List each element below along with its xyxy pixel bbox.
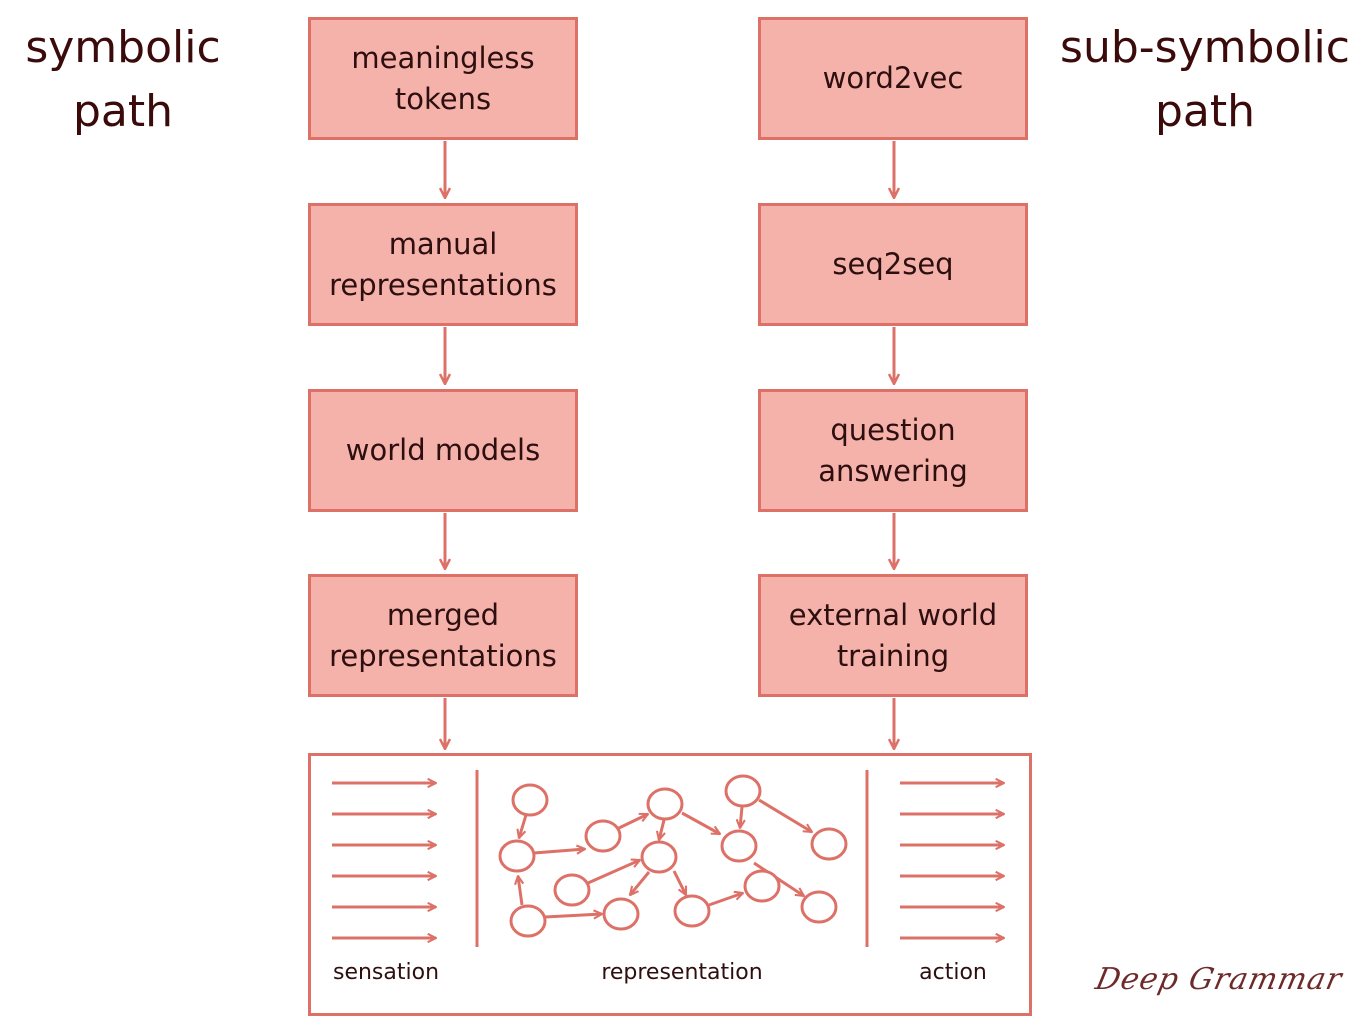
network-edge: [518, 876, 522, 906]
network-edge: [587, 860, 640, 885]
action-label: action: [919, 960, 987, 985]
subsymbolic-title-line-2: path: [1154, 86, 1256, 137]
box-label-line: meaningless: [351, 40, 535, 75]
box-label-line: seq2seq: [832, 247, 954, 281]
network-edge: [681, 811, 720, 836]
box-label-line: world models: [345, 433, 541, 467]
network-node: [720, 829, 758, 863]
symbolic-path-title: symbolic path: [10, 16, 236, 144]
box-label-line: word2vec: [822, 61, 964, 95]
network-node: [553, 873, 591, 907]
network-node: [646, 787, 684, 821]
box-external-world-training: external world training: [758, 574, 1028, 697]
subsymbolic-title-line-1: sub-symbolic: [1060, 22, 1350, 73]
box-merged-representations: merged representations: [308, 574, 578, 697]
box-seq2seq: seq2seq: [758, 203, 1028, 326]
box-label-line: merged: [386, 597, 500, 632]
network-edge: [618, 812, 648, 830]
box-label-line: answering: [818, 453, 968, 488]
network-edge: [672, 870, 688, 895]
network-edge: [758, 798, 812, 834]
box-world-models: world models: [308, 389, 578, 512]
network-node: [602, 897, 640, 931]
network-node: [584, 819, 622, 853]
symbolic-title-line-1: symbolic: [25, 22, 221, 73]
symbolic-title-line-2: path: [72, 86, 174, 137]
network-node: [800, 890, 838, 924]
network-node: [724, 774, 762, 808]
network-node: [640, 840, 678, 874]
box-label-line: external world: [788, 597, 998, 632]
network-edge: [519, 814, 528, 838]
box-meaningless-tokens: meaningless tokens: [308, 17, 578, 140]
box-manual-representations: manual representations: [308, 203, 578, 326]
network-node: [810, 827, 848, 861]
deep-grammar-logo: Deep Grammar: [1092, 962, 1346, 997]
network-node: [673, 894, 711, 928]
box-word2vec: word2vec: [758, 17, 1028, 140]
box-label-line: manual: [388, 226, 498, 261]
box-label-line: representations: [329, 267, 557, 302]
network-node: [511, 783, 549, 817]
sensation-label: sensation: [332, 960, 440, 985]
representation-label: representation: [601, 960, 763, 985]
network-node: [743, 869, 781, 903]
box-label-line: representations: [329, 638, 557, 673]
network-edge: [740, 806, 742, 828]
network-edge: [533, 849, 585, 853]
network-edge: [628, 871, 651, 895]
network-edge: [708, 893, 743, 907]
box-label-line: tokens: [394, 81, 492, 116]
network-edge: [659, 819, 664, 840]
network-node: [498, 839, 536, 873]
network-edge: [544, 914, 602, 917]
box-label-line: training: [836, 638, 950, 673]
network-node: [509, 904, 547, 938]
subsymbolic-path-title: sub-symbolic path: [1052, 16, 1358, 144]
box-question-answering: question answering: [758, 389, 1028, 512]
box-label-line: question: [830, 412, 956, 447]
